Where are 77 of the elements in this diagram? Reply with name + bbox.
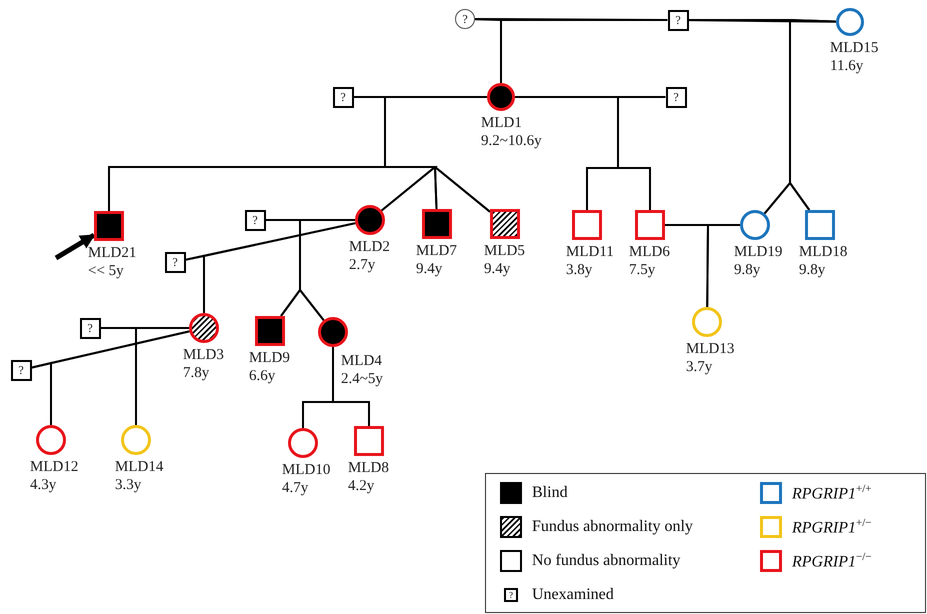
age-label: 3.8y [566, 261, 594, 279]
pedigree-circle [740, 210, 770, 240]
pedigree-circle [318, 317, 348, 347]
pedigree-square: ? [244, 210, 266, 230]
individual-id: MLD19 [734, 243, 782, 261]
pedigree-square: ? [164, 252, 186, 272]
age-label: 9.4y [416, 260, 444, 278]
pedigree-circle: ? [455, 9, 475, 29]
age-label: 2.7y [349, 256, 376, 274]
legend-label: Unexamined [532, 586, 614, 604]
pedigree-line [789, 18, 836, 211]
pedigree-line [50, 330, 190, 425]
age-label: 6.6y [249, 367, 276, 385]
individual-id: MLD21 [88, 244, 136, 262]
individual-id: MLD14 [115, 458, 164, 476]
pedigree-line [617, 96, 666, 210]
pedigree-square [94, 211, 124, 241]
legend-swatch: ? [504, 588, 518, 602]
legend-label: Fundus abnormality only [532, 518, 693, 536]
pedigree-line [706, 224, 740, 308]
pedigree-circle [189, 313, 219, 343]
pedigree-square: ? [666, 86, 686, 108]
legend-label: RPGRIP1$^{−/−}$ [792, 550, 872, 572]
individual-id: MLD11 [566, 243, 614, 261]
pedigree-circle [121, 425, 151, 455]
pedigree-square [635, 210, 665, 240]
individual-id: MLD1 [481, 114, 523, 132]
pedigree-circle [36, 425, 66, 455]
age-label: 3.7y [686, 358, 714, 376]
arrow [54, 232, 96, 260]
pedigree-line [500, 19, 668, 83]
pedigree-square: ? [668, 10, 688, 30]
age-label: 11.6y [830, 57, 864, 75]
legend-label: Blind [532, 484, 568, 502]
age-label: 4.7y [282, 479, 310, 497]
individual-id: MLD3 [183, 346, 224, 364]
pedigree-square: ? [80, 318, 100, 338]
individual-id: MLD9 [249, 349, 290, 367]
age-label: 9.8y [799, 261, 826, 279]
individual-id: MLD8 [348, 459, 389, 477]
pedigree-square [805, 210, 835, 240]
legend-label: RPGRIP1$^{+/+}$ [792, 482, 872, 504]
individual-id: MLD6 [629, 243, 670, 261]
individual-id: MLD2 [349, 238, 390, 256]
individual-id: MLD13 [686, 340, 734, 358]
pedigree-square [255, 316, 285, 346]
pedigree-circle [288, 428, 318, 458]
individual-id: MLD10 [282, 461, 330, 479]
pedigree-line [203, 222, 356, 313]
age-label: 7.5y [629, 261, 656, 279]
pedigree-square [422, 209, 452, 239]
legend-label: No fundus abnormality [532, 552, 680, 570]
age-label: 9.8y [734, 261, 762, 279]
pedigree-square [490, 209, 520, 239]
age-label: 2.4~5y [341, 370, 383, 388]
individual-id: MLD5 [484, 242, 525, 260]
pedigree-square [572, 210, 602, 240]
age-label: << 5y [88, 262, 125, 280]
individual-id: MLD18 [799, 243, 848, 261]
pedigree-square [354, 426, 384, 456]
age-label: 4.2y [348, 477, 376, 495]
individual-id: MLD15 [830, 39, 878, 57]
pedigree-square: ? [10, 360, 32, 380]
individual-id: MLD4 [341, 352, 383, 370]
individual-id: MLD12 [30, 458, 78, 476]
age-label: 7.8y [183, 364, 210, 382]
pedigree-square: ? [332, 86, 354, 108]
pedigree-circle [487, 83, 515, 111]
age-label: 3.3y [115, 476, 142, 494]
age-label: 9.4y [484, 260, 512, 278]
pedigree-circle [836, 8, 864, 36]
pedigree-circle [355, 205, 385, 235]
legend-label: RPGRIP1$^{+/−}$ [792, 516, 872, 538]
individual-id: MLD7 [416, 242, 457, 260]
age-label: 9.2~10.6y [481, 132, 542, 150]
age-label: 4.3y [30, 476, 58, 494]
pedigree-circle [692, 307, 722, 337]
